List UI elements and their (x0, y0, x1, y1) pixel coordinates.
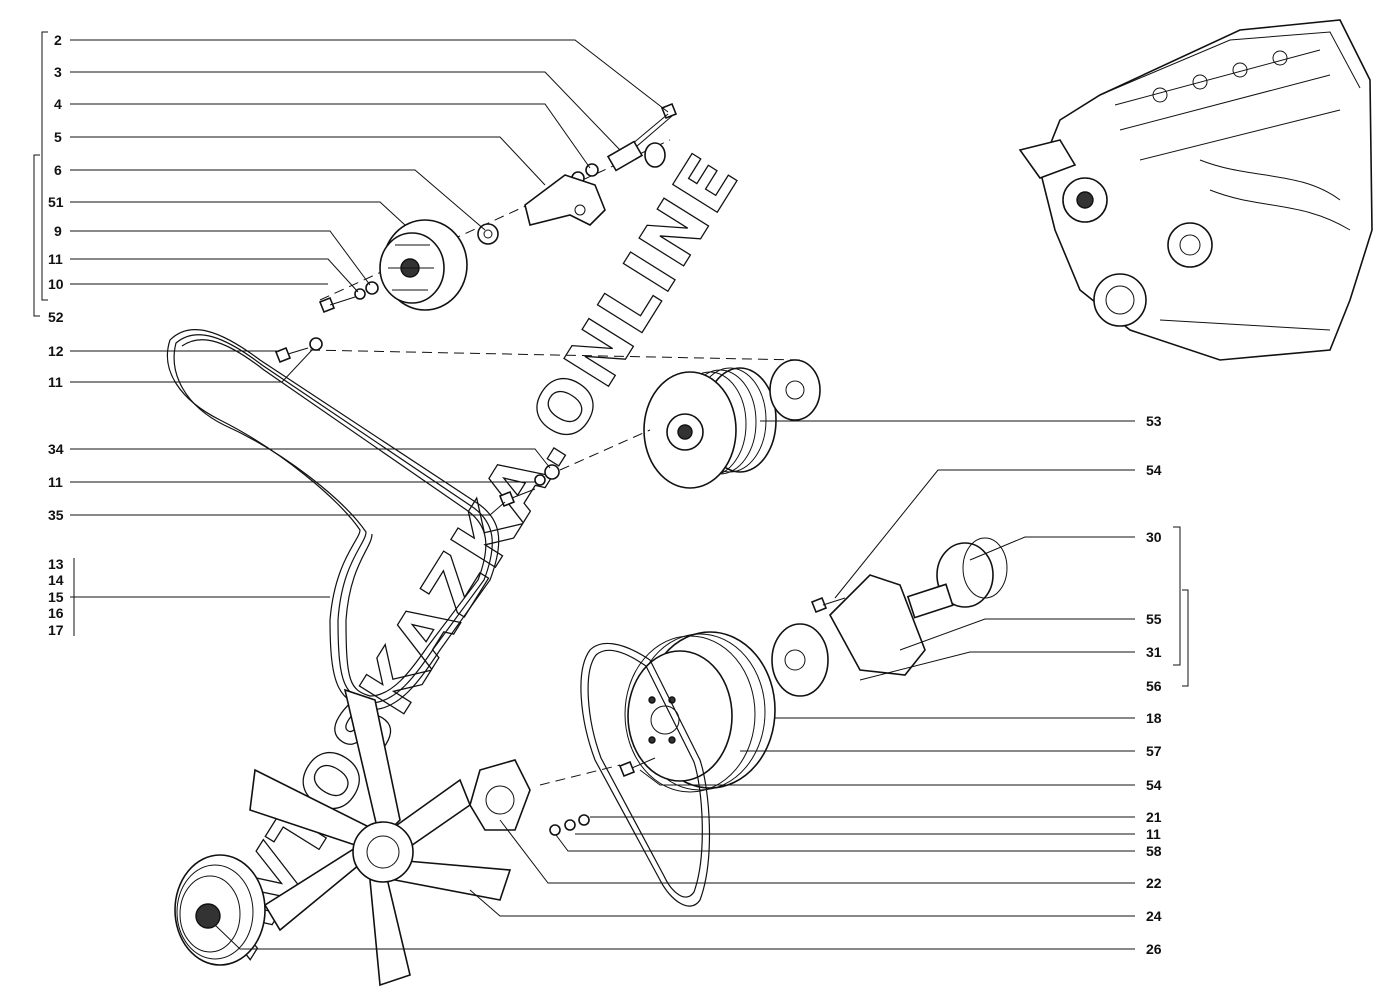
callout-35: 35 (48, 507, 64, 523)
callout-6: 6 (54, 162, 62, 178)
callout-53: 53 (1146, 413, 1162, 429)
right-callouts: 53 54 30 55 31 56 18 57 54 21 11 58 22 2… (1146, 413, 1162, 957)
leader-lines (70, 39, 1135, 950)
callout-13: 13 (48, 556, 64, 572)
callout-22: 22 (1146, 875, 1162, 891)
callout-26: 26 (1146, 941, 1162, 957)
callout-17: 17 (48, 622, 64, 638)
drive-belt (166, 329, 500, 711)
callout-56: 56 (1146, 678, 1162, 694)
crank-pulley-group (539, 631, 776, 907)
pulley-53 (498, 359, 821, 508)
callout-18: 18 (1146, 710, 1162, 726)
callout-4: 4 (54, 96, 62, 112)
callout-54: 54 (1146, 777, 1162, 793)
callout-51: 51 (48, 194, 64, 210)
callout-54: 54 (1146, 462, 1162, 478)
callout-3: 3 (54, 64, 62, 80)
callout-31: 31 (1146, 644, 1162, 660)
callout-11: 11 (48, 251, 63, 267)
callout-30: 30 (1146, 529, 1162, 545)
callout-11: 11 (48, 474, 63, 490)
watermark-text: AVTOSKAZKA.ONLINE (193, 138, 756, 969)
callout-10: 10 (48, 276, 64, 292)
tensioner-assembly (274, 102, 801, 364)
callout-14: 14 (48, 572, 64, 588)
callout-12: 12 (48, 343, 64, 359)
fan-assembly (174, 688, 590, 987)
callout-15: 15 (48, 589, 64, 605)
callout-11: 11 (1146, 826, 1161, 842)
callout-9: 9 (54, 223, 62, 239)
callout-24: 24 (1146, 908, 1162, 924)
callout-58: 58 (1146, 843, 1162, 859)
callout-57: 57 (1146, 743, 1162, 759)
callout-11: 11 (48, 374, 63, 390)
callout-5: 5 (54, 129, 62, 145)
callout-21: 21 (1146, 809, 1162, 825)
callout-2: 2 (54, 32, 62, 48)
engine-illustration (1018, 19, 1373, 361)
callout-34: 34 (48, 441, 64, 457)
callout-55: 55 (1146, 611, 1162, 627)
callout-52: 52 (48, 309, 64, 325)
callout-16: 16 (48, 605, 64, 621)
left-callouts: 2 3 4 5 6 51 9 11 10 52 12 11 34 11 35 1… (48, 32, 64, 638)
